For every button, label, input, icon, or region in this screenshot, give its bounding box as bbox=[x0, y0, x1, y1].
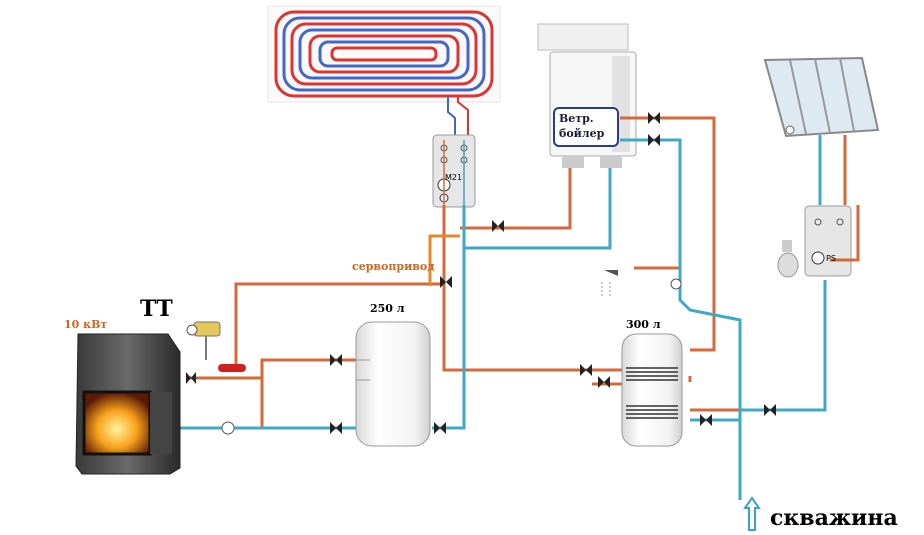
safety-group bbox=[186, 321, 246, 435]
mixer-pump-group bbox=[432, 134, 476, 208]
shower-icon bbox=[601, 270, 682, 296]
tank-250-label: 250 л bbox=[370, 302, 405, 315]
servo-pipe bbox=[428, 234, 460, 286]
tank-300-label: 300 л bbox=[626, 318, 661, 331]
solar-pump-station bbox=[777, 205, 852, 278]
solar-collector bbox=[763, 56, 880, 138]
valves bbox=[186, 112, 776, 434]
solar-code: PS bbox=[826, 254, 836, 263]
stove-title: ТТ bbox=[140, 296, 173, 322]
well-label: скважина bbox=[770, 505, 898, 531]
well-arrow bbox=[743, 496, 761, 531]
underfloor-heating-coil bbox=[267, 5, 501, 140]
boiler-label: Ветр. бойлер bbox=[553, 107, 619, 147]
hot-pipes bbox=[186, 116, 860, 428]
mixer-code: M21 bbox=[445, 173, 463, 182]
boiler-label-line1: Ветр. bbox=[559, 112, 594, 125]
tank-300 bbox=[621, 333, 683, 447]
servo-label: сервопривод bbox=[352, 260, 435, 273]
solid-fuel-stove bbox=[75, 333, 181, 475]
stove-power: 10 кВт bbox=[64, 318, 108, 331]
cold-pipes bbox=[176, 135, 827, 500]
boiler-label-line2: бойлер bbox=[559, 127, 605, 140]
tank-250 bbox=[355, 321, 431, 447]
